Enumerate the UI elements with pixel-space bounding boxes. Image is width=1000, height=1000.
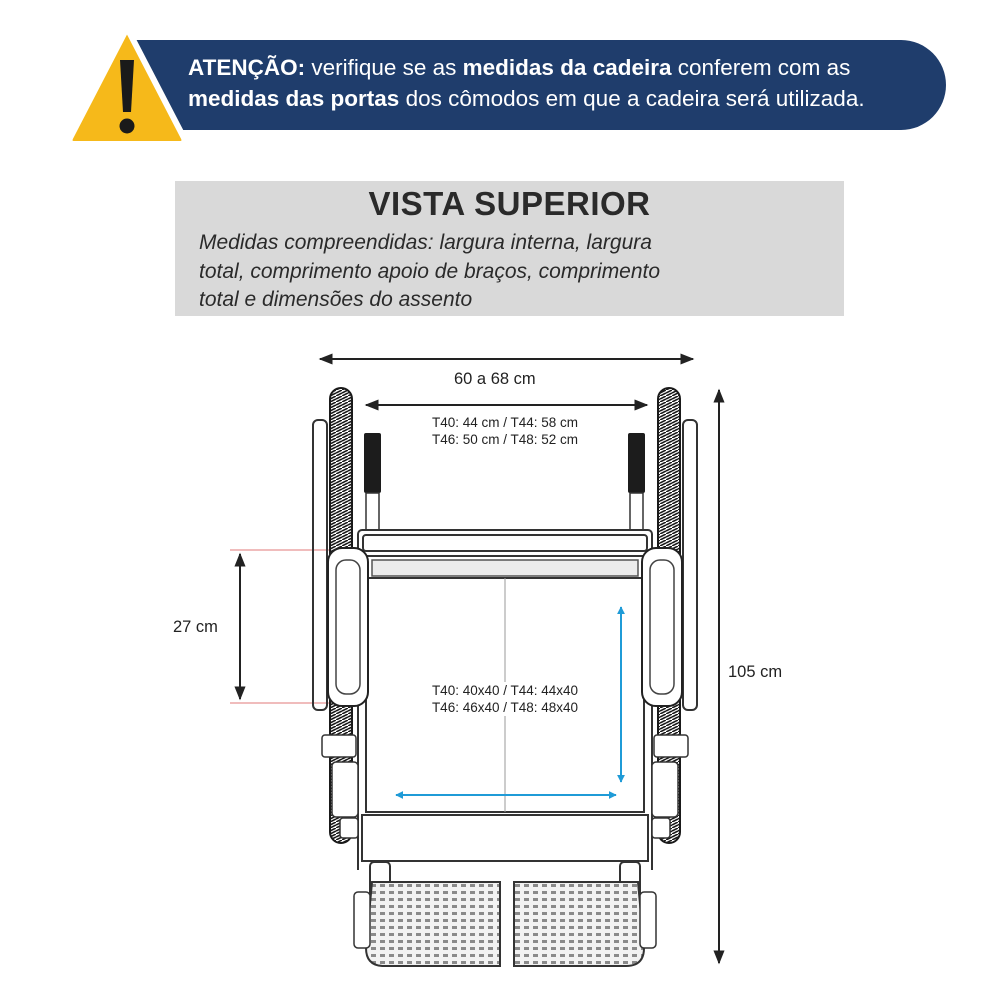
panel-desc-line-3: total e dimensões do assento [199,288,473,311]
panel-desc-line-1: Medidas compreendidas: largura interna, … [199,231,652,254]
right-footrest [513,881,657,967]
warning-message: ATENÇÃO: verifique se as medidas da cade… [188,52,933,114]
left-armrest [327,547,369,707]
left-footrest [353,881,501,967]
right-push-handle [628,433,645,534]
seat-dimensions-label: T40: 40x40 / T44: 44x40 T46: 46x40 / T48… [400,682,610,716]
right-brake [651,734,689,839]
title-panel: VISTA SUPERIOR Medidas compreendidas: la… [175,181,844,316]
internal-width-line-1: T40: 44 cm / T44: 58 cm [431,415,579,430]
left-push-handle [364,433,381,534]
right-armrest [641,547,683,707]
internal-width-line-2: T46: 50 cm / T48: 52 cm [431,432,579,447]
frame [357,529,653,870]
warning-bold-2: medidas das portas [188,86,400,111]
left-brake [321,734,359,839]
warning-text-3: dos cômodos em que a cadeira será utiliz… [399,86,865,111]
total-width-label: 60 a 68 cm [454,370,536,388]
panel-description: Medidas compreendidas: largura interna, … [199,229,839,315]
armrest-length-dimension [230,549,333,704]
warning-icon [66,25,188,147]
total-length-label: 105 cm [728,663,783,681]
seat-dimensions-line-2: T46: 46x40 / T48: 48x40 [431,700,579,715]
seat-dimensions-line-1: T40: 40x40 / T44: 44x40 [431,683,579,698]
warning-banner [128,40,946,130]
warning-text-2: conferem com as [671,55,851,80]
panel-desc-line-2: total, comprimento apoio de braços, comp… [199,259,661,283]
warning-bold-1: medidas da cadeira [462,55,672,80]
warning-text-1: verifique se as [305,55,463,80]
warning-prefix: ATENÇÃO: [188,55,306,80]
armrest-length-label: 27 cm [173,618,218,636]
internal-width-label: T40: 44 cm / T44: 58 cm T46: 50 cm / T48… [400,414,610,448]
panel-title: VISTA SUPERIOR [368,185,651,222]
